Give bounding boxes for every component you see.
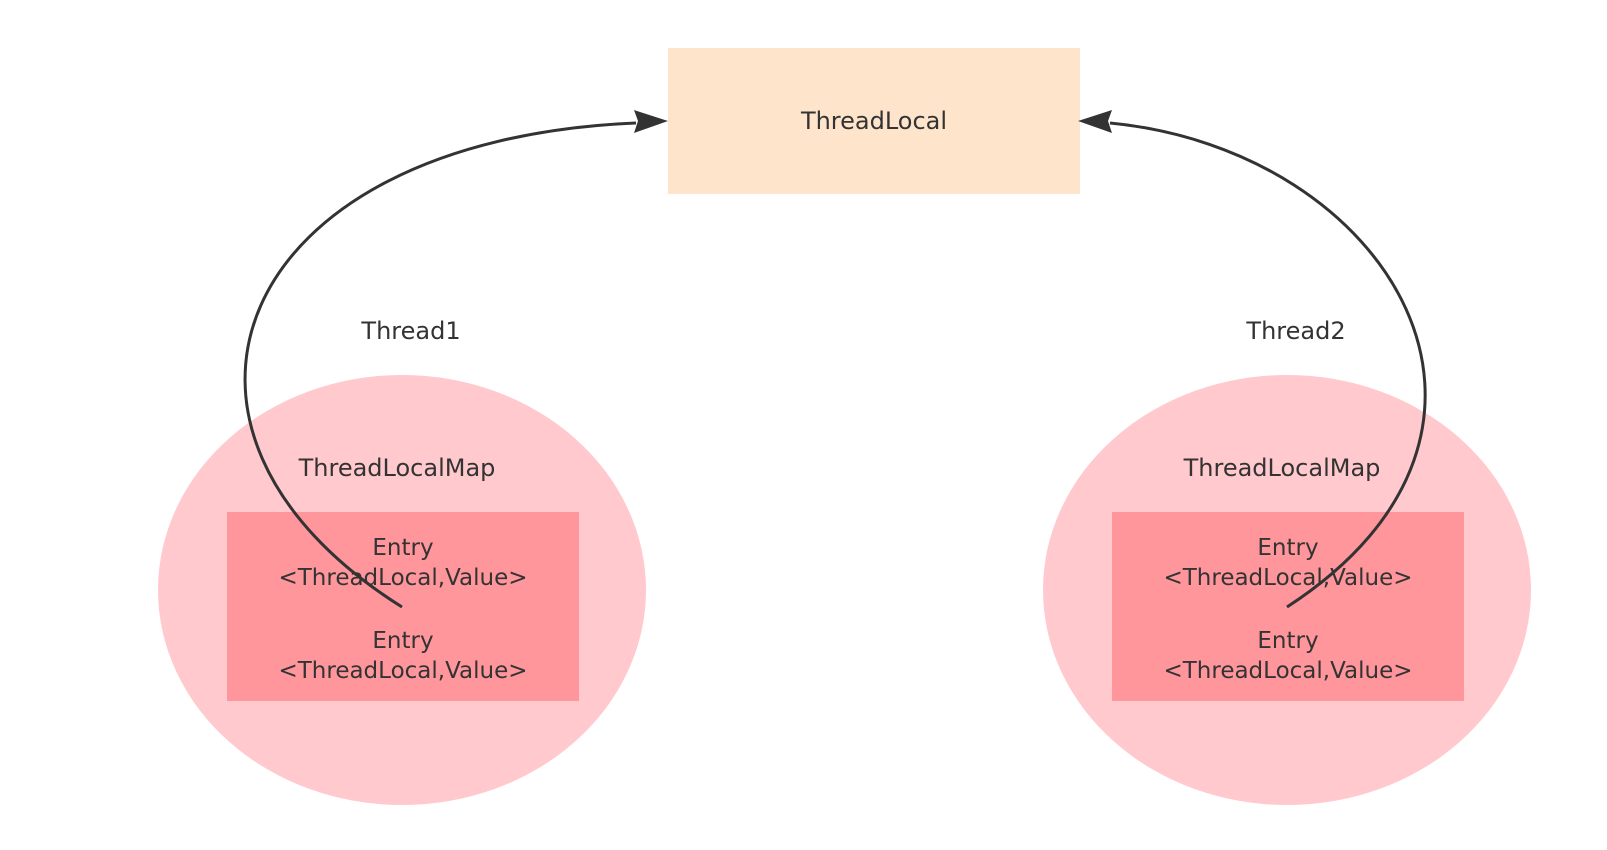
thread1-arrow-line bbox=[243, 121, 637, 609]
thread1-map-label: ThreadLocalMap bbox=[298, 454, 496, 482]
entry-title: Entry bbox=[372, 628, 434, 654]
entry-value: <ThreadLocal,Value> bbox=[1163, 565, 1413, 591]
thread1-entry-1: Entry <ThreadLocal,Value> bbox=[227, 533, 579, 593]
thread1-entry-2: Entry <ThreadLocal,Value> bbox=[227, 626, 579, 686]
thread1-label: Thread1 bbox=[361, 317, 461, 345]
threadlocal-label: ThreadLocal bbox=[800, 107, 948, 135]
entry-title: Entry bbox=[372, 535, 434, 561]
entry-value: <ThreadLocal,Value> bbox=[278, 658, 528, 684]
entry-value: <ThreadLocal,Value> bbox=[278, 565, 528, 591]
entry-title: Entry bbox=[1257, 628, 1319, 654]
thread2-map-label: ThreadLocalMap bbox=[1183, 454, 1381, 482]
thread2-entry-1: Entry <ThreadLocal,Value> bbox=[1112, 533, 1464, 593]
threadlocal-label-wrap: ThreadLocal bbox=[668, 48, 1080, 194]
thread2-arrow-line bbox=[1109, 121, 1427, 609]
entry-value: <ThreadLocal,Value> bbox=[1163, 658, 1413, 684]
threadlocal-box bbox=[668, 48, 1080, 194]
thread1-entries-box bbox=[227, 512, 579, 701]
entry-title: Entry bbox=[1257, 535, 1319, 561]
thread1-arrowhead bbox=[634, 110, 668, 133]
thread2-label: Thread2 bbox=[1246, 317, 1346, 345]
thread2-entry-2: Entry <ThreadLocal,Value> bbox=[1112, 626, 1464, 686]
thread2-arrowhead bbox=[1078, 110, 1112, 133]
